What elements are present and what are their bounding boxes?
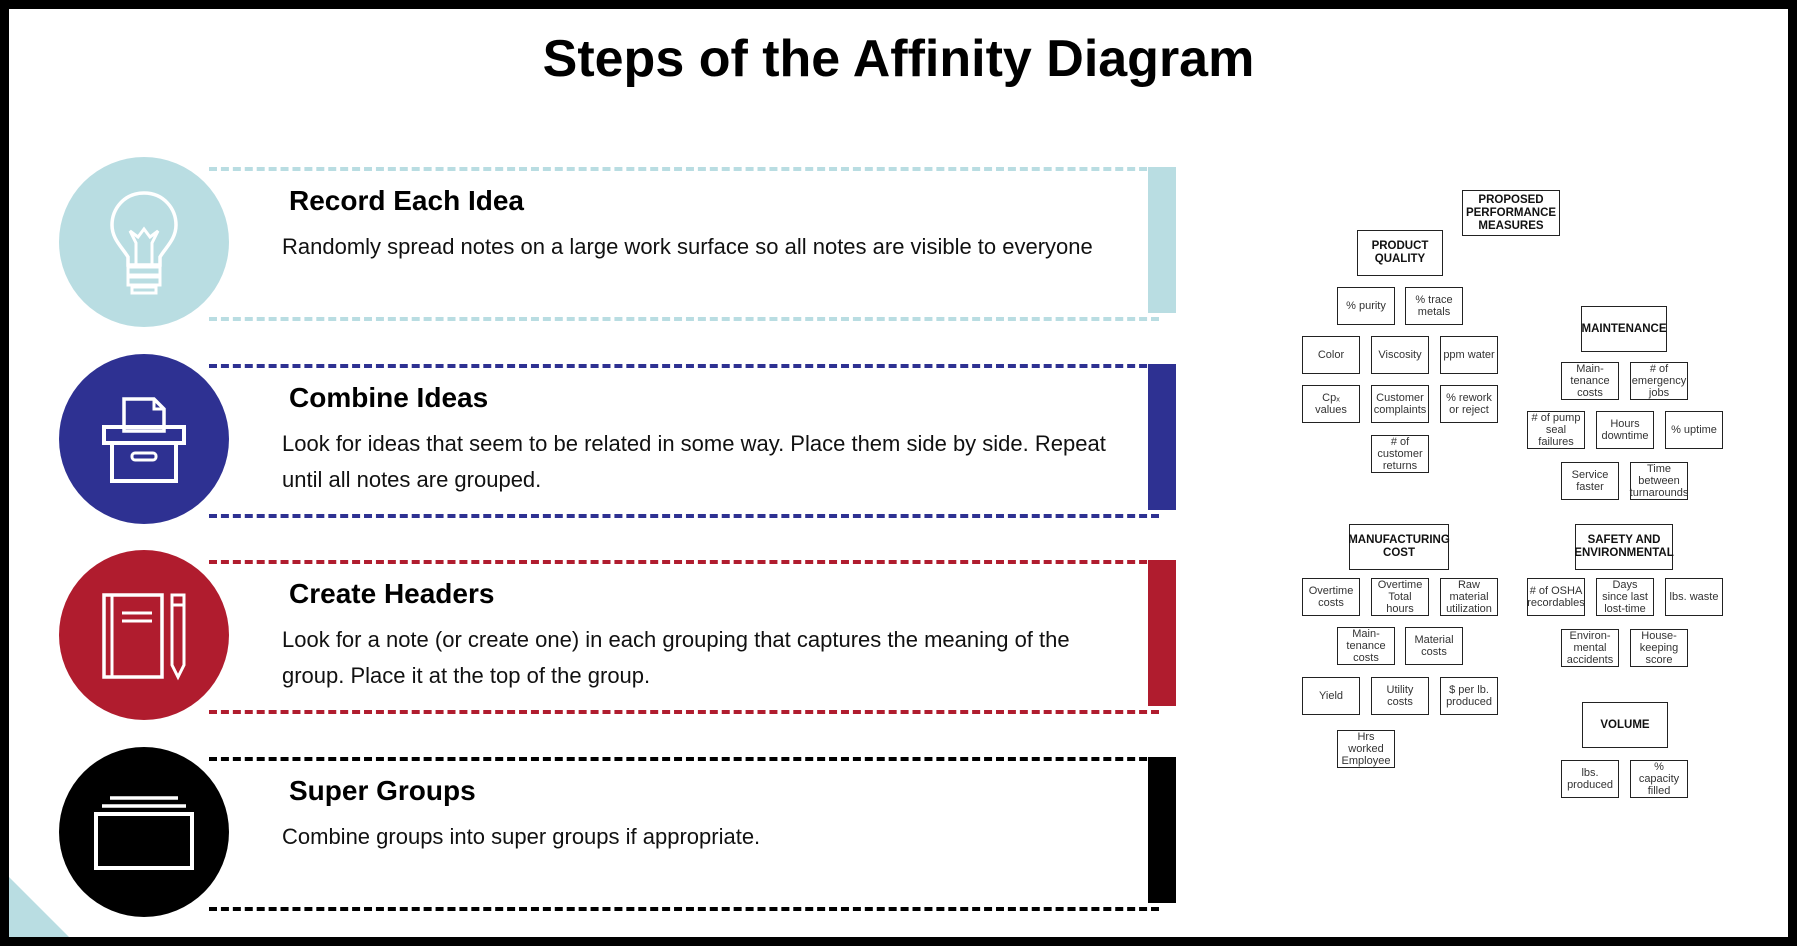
step-create-headers: Create Headers Look for a note (or creat… xyxy=(59,550,1189,720)
idea-note: Viscosity xyxy=(1371,336,1429,374)
idea-note: Overtime Total hours xyxy=(1371,578,1429,616)
idea-note: Environ-mental accidents xyxy=(1561,629,1619,667)
step-bar xyxy=(1148,757,1176,903)
step-combine-ideas: Combine Ideas Look for ideas that seem t… xyxy=(59,354,1189,524)
idea-note: Service faster xyxy=(1561,462,1619,500)
idea-note: % rework or reject xyxy=(1440,385,1498,423)
idea-note: Utility costs xyxy=(1371,677,1429,715)
step-box xyxy=(209,560,1159,714)
idea-note: % capacity filled xyxy=(1630,760,1688,798)
idea-note: # of pump seal failures xyxy=(1527,411,1585,449)
idea-note: Hrs worked Employee xyxy=(1337,730,1395,768)
group-header-note: PRODUCT QUALITY xyxy=(1357,230,1443,276)
page-title: Steps of the Affinity Diagram xyxy=(542,30,1255,88)
idea-note: Color xyxy=(1302,336,1360,374)
idea-note: % uptime xyxy=(1665,411,1723,449)
group-header-note: MAINTENANCE xyxy=(1581,306,1667,352)
idea-note: % trace metals xyxy=(1405,287,1463,325)
step-heading: Record Each Idea xyxy=(289,185,524,216)
step-bar xyxy=(1148,560,1176,706)
idea-note: Customer complaints xyxy=(1371,385,1429,423)
step-box xyxy=(209,364,1159,518)
notebook-pencil-icon xyxy=(102,593,186,681)
idea-note: # of emergency jobs xyxy=(1630,362,1688,400)
idea-note: Cpₓ values xyxy=(1302,385,1360,423)
step-heading: Super Groups xyxy=(289,775,476,806)
idea-note: Material costs xyxy=(1405,627,1463,665)
idea-note: Overtime costs xyxy=(1302,578,1360,616)
step-box xyxy=(209,167,1159,321)
lightbulb-icon xyxy=(110,191,178,295)
affinity-diagram-example: PROPOSED PERFORMANCE MEASURES PRODUCT QU… xyxy=(1259,174,1779,924)
group-header-note: MANUFACTURING COST xyxy=(1348,524,1450,570)
file-box-icon xyxy=(102,397,186,483)
step-heading: Create Headers xyxy=(289,578,495,609)
step-circle xyxy=(59,747,229,917)
idea-note: Main-tenance costs xyxy=(1561,362,1619,400)
step-record-each-idea: Record Each Idea Randomly spread notes o… xyxy=(59,157,1189,327)
step-circle xyxy=(59,550,229,720)
root-header-note: PROPOSED PERFORMANCE MEASURES xyxy=(1462,190,1560,236)
step-box xyxy=(209,757,1159,911)
step-bar xyxy=(1148,364,1176,510)
step-heading: Combine Ideas xyxy=(289,382,489,413)
step-description: Look for a note (or create one) in each … xyxy=(282,627,1070,688)
group-header-note: VOLUME xyxy=(1582,702,1668,748)
step-circle xyxy=(59,354,229,524)
idea-note: % purity xyxy=(1337,287,1395,325)
idea-note: Days since last lost-time xyxy=(1596,578,1654,616)
idea-note: ppm water xyxy=(1440,336,1498,374)
corner-decoration xyxy=(9,877,69,937)
idea-note: Main-tenance costs xyxy=(1337,627,1395,665)
idea-note: Yield xyxy=(1302,677,1360,715)
step-description: Randomly spread notes on a large work su… xyxy=(282,234,1093,259)
step-super-groups: Super Groups Combine groups into super g… xyxy=(59,747,1189,917)
slide: Steps of the Affinity Diagram Record Eac… xyxy=(9,9,1788,937)
idea-note: Hours downtime xyxy=(1596,411,1654,449)
step-circle xyxy=(59,157,229,327)
idea-note: Time between turnarounds xyxy=(1629,462,1689,500)
idea-note: lbs. produced xyxy=(1561,760,1619,798)
step-description: Look for ideas that seem to be related i… xyxy=(282,431,1106,492)
step-bar xyxy=(1148,167,1176,313)
idea-note: Raw material utilization xyxy=(1440,578,1498,616)
stacked-folders-icon xyxy=(94,796,194,870)
idea-note: # of customer returns xyxy=(1371,435,1429,473)
group-header-note: SAFETY AND ENVIRONMENTAL xyxy=(1574,524,1674,570)
idea-note: House-keeping score xyxy=(1630,629,1688,667)
idea-note: lbs. waste xyxy=(1665,578,1723,616)
step-description: Combine groups into super groups if appr… xyxy=(282,824,761,849)
idea-note: # of OSHA recordables xyxy=(1527,578,1585,616)
idea-note: $ per lb. produced xyxy=(1440,677,1498,715)
